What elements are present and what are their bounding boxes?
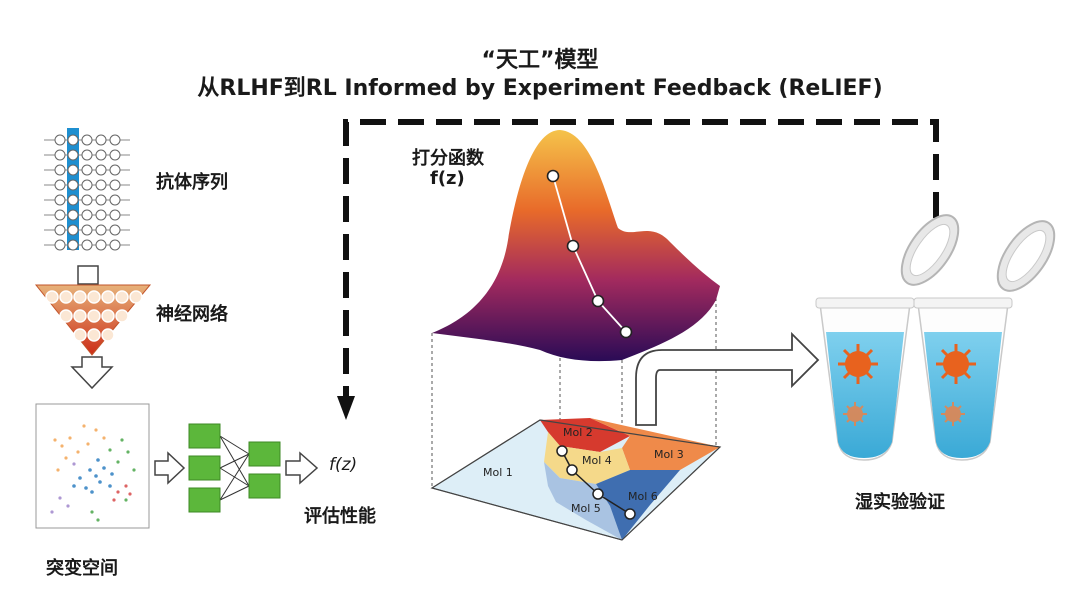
region-mol-5 [544, 462, 622, 540]
optimization-points [546, 169, 633, 339]
mol-label-4: Mol 4 [582, 454, 612, 467]
region-mol-6 [596, 470, 680, 540]
wet-lab-validation-label: 湿实验验证 [855, 492, 945, 513]
virus-icon [936, 344, 976, 384]
antibody-sequence-label: 抗体序列 [156, 172, 228, 193]
space-to-network-arrow [154, 451, 186, 485]
title-line-1: “天工”模型 [481, 48, 599, 73]
neural-network-funnel [34, 284, 152, 356]
mol-label-3: Mol 3 [654, 448, 684, 461]
hollow-arrow-to-lab [635, 331, 820, 426]
network-to-space-arrow [70, 356, 114, 390]
scoring-function-label: 打分函数 [412, 148, 484, 169]
plane-path-points [556, 445, 636, 520]
network-to-score-arrow [285, 451, 319, 485]
region-mol-3 [590, 418, 720, 470]
mol-label-1: Mol 1 [483, 466, 513, 479]
scoring-function-fz: f(z) [430, 168, 465, 189]
tube-icon-2 [913, 220, 1056, 461]
evaluate-performance-label: 评估性能 [304, 506, 376, 527]
landscape-3d: Mol 1 Mol 2 Mol 3 Mol 4 Mol 5 Mol 6 [430, 130, 722, 541]
region-mol-4 [544, 432, 630, 484]
neural-network-label: 神经网络 [156, 304, 228, 325]
mol-label-6: Mol 6 [628, 490, 658, 503]
title-line-2: 从RLHF到RL Informed by Experiment Feedback… [197, 76, 883, 101]
mol-label-5: Mol 5 [571, 502, 601, 515]
antibody-sequence-graphic [44, 128, 130, 251]
virus-icon-small [941, 402, 965, 426]
residue-circles [54, 134, 121, 251]
virus-icon-small [843, 402, 867, 426]
virus-icon [838, 344, 878, 384]
feedback-dashed-arrow [337, 119, 939, 420]
sequence-to-network-connector [77, 265, 99, 285]
evaluator-network [188, 423, 281, 513]
mutation-space-label: 突变空间 [46, 558, 118, 579]
mutation-space-scatter [35, 403, 150, 529]
fz-small-label: f(z) [329, 455, 358, 475]
region-mol-2 [540, 418, 630, 452]
mol-label-2: Mol 2 [563, 426, 593, 439]
tube-icon-1 [815, 214, 960, 461]
